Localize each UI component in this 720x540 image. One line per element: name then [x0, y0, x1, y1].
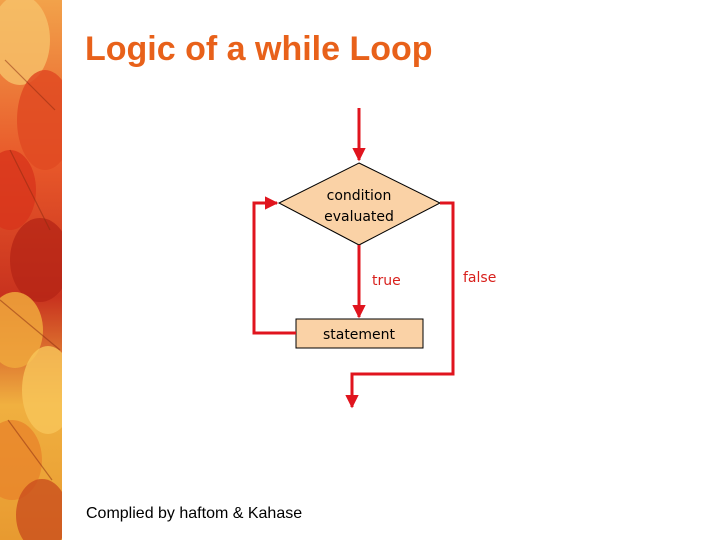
true-label: true [372, 273, 401, 289]
footer-credit: Complied by haftom & Kahase [86, 505, 303, 522]
slide-title: Logic of a while Loop [85, 30, 433, 68]
condition-label-line1: condition [327, 188, 392, 204]
false-label: false [463, 270, 496, 286]
condition-label-line2: evaluated [324, 209, 394, 225]
condition-diamond [277, 162, 442, 246]
statement-box [295, 318, 424, 349]
loop-back-arrow [252, 196, 296, 335]
statement-label: statement [323, 327, 396, 343]
autumn-leaves-image [0, 0, 62, 540]
false-exit-arrow [345, 201, 455, 409]
